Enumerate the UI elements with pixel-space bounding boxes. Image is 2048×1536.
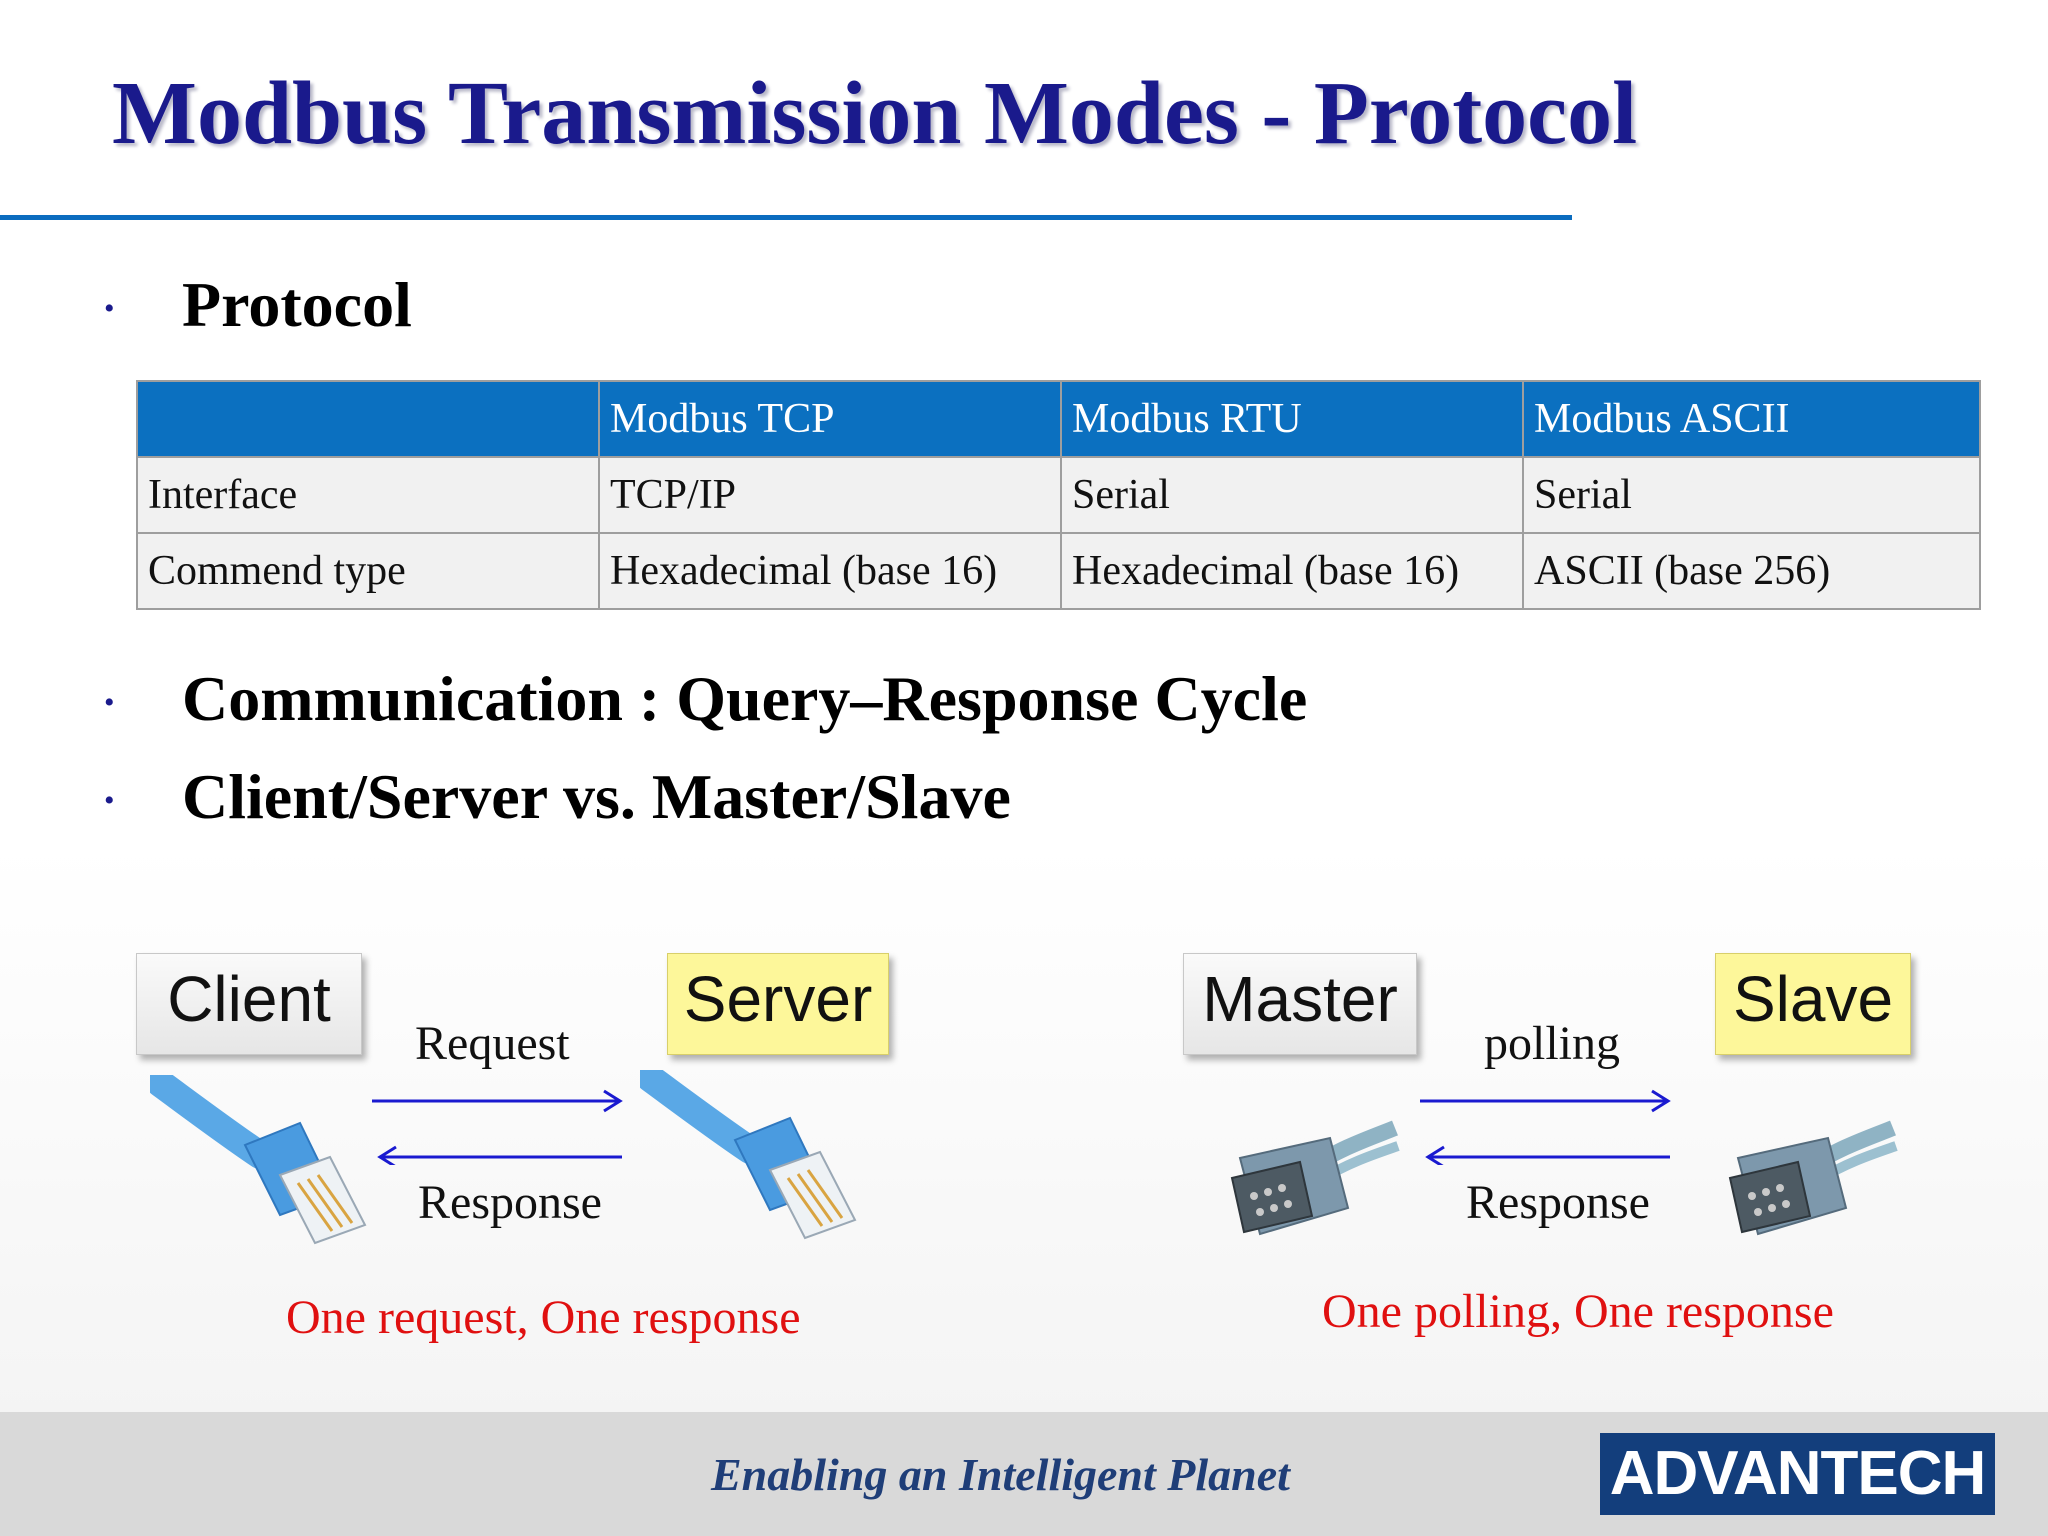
advantech-logo: ADVANTECH (1600, 1433, 1995, 1515)
bullet-client-server: Client/Server vs. Master/Slave (182, 761, 1011, 832)
bullet-dot-icon: • (104, 686, 115, 719)
table-cell: Serial (1060, 456, 1524, 534)
protocol-comparison-table: Modbus TCP Modbus RTU Modbus ASCII Inter… (136, 380, 1981, 610)
db9-serial-cable-icon (1728, 1120, 1898, 1236)
table-row: Interface TCP/IP Serial Serial (136, 456, 1981, 534)
client-server-caption: One request, One response (286, 1291, 801, 1344)
server-box: Server (667, 953, 889, 1055)
table-cell: ASCII (base 256) (1522, 532, 1981, 610)
client-box: Client (136, 953, 362, 1055)
footer-tagline: Enabling an Intelligent Planet (711, 1449, 1290, 1500)
bullet-protocol: Protocol (182, 269, 412, 340)
db9-serial-cable-icon (1230, 1120, 1400, 1236)
table-cell: TCP/IP (598, 456, 1062, 534)
table-header-cell (136, 380, 600, 458)
table-header-cell: Modbus ASCII (1522, 380, 1981, 458)
table-cell: Serial (1522, 456, 1981, 534)
slide-title: Modbus Transmission Modes - Protocol (112, 64, 1638, 163)
slave-box: Slave (1715, 953, 1911, 1055)
bullet-dot-icon: • (104, 292, 115, 325)
request-label: Request (415, 1017, 570, 1070)
response-label: Response (1466, 1176, 1650, 1229)
master-box: Master (1183, 953, 1417, 1055)
bullet-dot-icon: • (104, 784, 115, 817)
table-header-cell: Modbus TCP (598, 380, 1062, 458)
table-header-cell: Modbus RTU (1060, 380, 1524, 458)
request-response-arrows (372, 1089, 623, 1165)
table-header-row: Modbus TCP Modbus RTU Modbus ASCII (136, 380, 1981, 458)
rj45-cable-icon (640, 1070, 857, 1240)
title-divider (0, 215, 1572, 220)
polling-response-arrows (1420, 1089, 1671, 1165)
table-row: Commend type Hexadecimal (base 16) Hexad… (136, 532, 1981, 610)
table-cell: Hexadecimal (base 16) (1060, 532, 1524, 610)
polling-label: polling (1484, 1017, 1621, 1070)
master-slave-caption: One polling, One response (1322, 1285, 1834, 1338)
response-label: Response (418, 1176, 602, 1229)
logo-text: ADVANTECH (1609, 1439, 1987, 1508)
table-cell: Hexadecimal (base 16) (598, 532, 1062, 610)
bullet-communication: Communication : Query–Response Cycle (182, 663, 1308, 734)
table-cell: Commend type (136, 532, 600, 610)
rj45-cable-icon (150, 1075, 367, 1245)
table-cell: Interface (136, 456, 600, 534)
